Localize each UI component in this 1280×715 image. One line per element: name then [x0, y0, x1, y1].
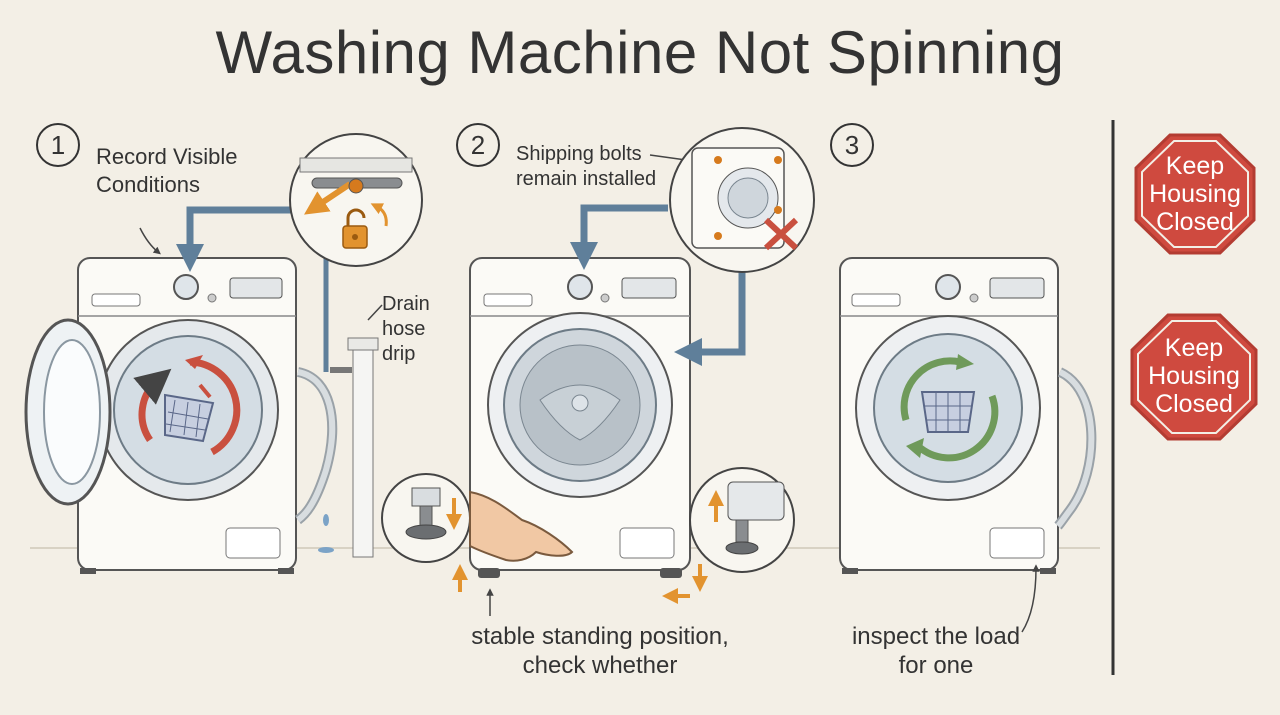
page-title: Washing Machine Not Spinning — [215, 19, 1065, 86]
bolts-leader — [649, 154, 687, 161]
foot-zoom-right — [689, 467, 795, 573]
spin-arrows-green — [900, 354, 999, 462]
unlock-icon — [342, 208, 368, 249]
step1-leader — [139, 227, 161, 255]
sign-2-text: Keep Housing Closed — [1148, 334, 1240, 418]
step-number-3: 3 — [830, 123, 874, 167]
sign-1-text: Keep Housing Closed — [1149, 152, 1241, 236]
drain-hose — [294, 250, 379, 558]
step1-label: Record Visible Conditions — [96, 144, 238, 197]
step3-caption: inspect the load for one — [851, 623, 1021, 679]
stop-sign-2 — [1130, 313, 1258, 441]
step-number-1: 1 — [36, 123, 80, 167]
drain-leader-line — [367, 304, 383, 321]
step2-label: Shipping bolts remain installed — [516, 143, 657, 190]
step2-caption: stable standing position, check whether — [471, 623, 729, 679]
stop-sign-1 — [1134, 133, 1256, 255]
pointing-hand-icon — [469, 490, 574, 562]
zoom-circle-1 — [289, 133, 423, 267]
zoom-circle-2 — [669, 127, 815, 273]
foot-zoom-left — [381, 473, 471, 563]
laundry-basket-icon-3 — [920, 391, 976, 433]
drain-note: Drain hose drip — [382, 293, 430, 365]
caption3-leader — [1021, 564, 1040, 633]
laundry-basket-icon — [164, 393, 215, 443]
washer-2 — [469, 257, 691, 578]
step2-arrow-out — [674, 270, 746, 366]
step-number-2: 2 — [456, 123, 500, 167]
step2-arrow-in — [570, 204, 668, 270]
washer-1 — [24, 257, 297, 574]
x-mark-icon — [763, 217, 799, 251]
spin-arrows-red — [133, 355, 241, 456]
step1-arrow — [176, 206, 292, 272]
washer-3 — [839, 257, 1097, 574]
